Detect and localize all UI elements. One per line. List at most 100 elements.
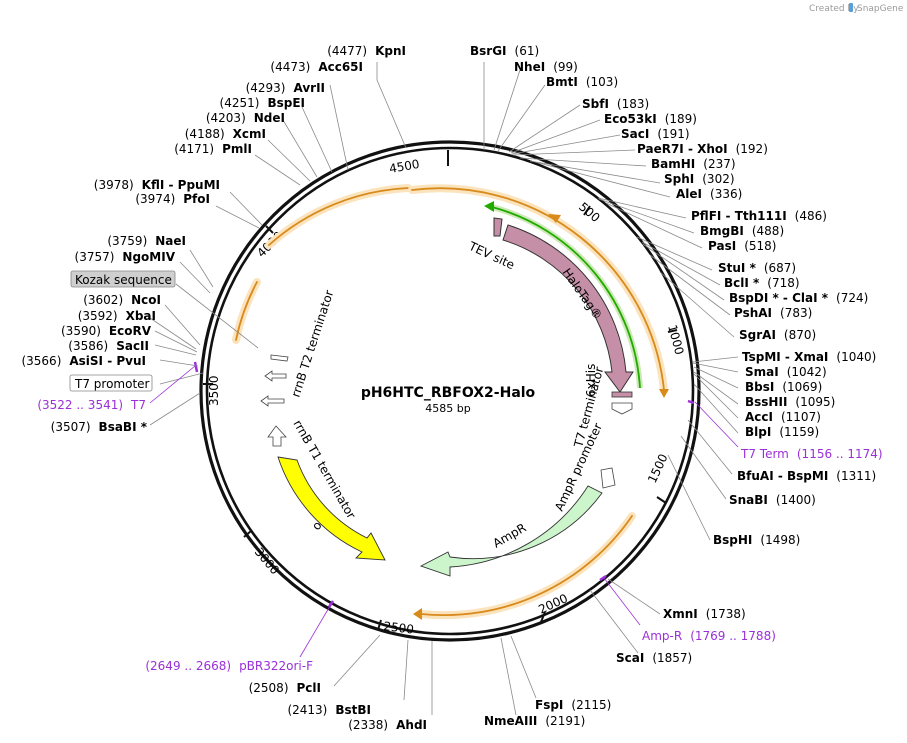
svg-text:BbsI(1069): BbsI (1069) — [745, 380, 822, 394]
site-pos: (2115) — [571, 698, 611, 712]
svg-text:BfuAI - BspMI(1311): BfuAI - BspMI(1311) — [737, 469, 876, 483]
tick-marks — [203, 150, 678, 631]
svg-text:(4293)AvrII: (4293)AvrII — [246, 81, 325, 95]
tick-label: 1000 — [665, 323, 686, 356]
site-pos: (3602) — [83, 293, 123, 307]
primer-name: T7 Term — [740, 447, 789, 461]
tev-site-feature — [493, 217, 503, 237]
arc-arrowhead — [548, 214, 561, 223]
site-pos: (870) — [784, 328, 816, 342]
svg-text:(2413)BstBI: (2413)BstBI — [287, 703, 371, 717]
site-name: SnaBI — [729, 493, 768, 507]
site-name: NdeI — [254, 111, 285, 125]
site-name: PfoI — [183, 192, 210, 206]
site-name: XmnI — [663, 607, 698, 621]
svg-text:FspI(2115): FspI (2115) — [535, 698, 611, 712]
his-label: 6xHis — [584, 364, 598, 397]
svg-text:(3978)KflI - PpuMI: (3978)KflI - PpuMI — [94, 178, 220, 192]
site-name: BbsI — [745, 380, 774, 394]
svg-text:(4203)NdeI: (4203) NdeI — [206, 111, 285, 125]
site-name: AccI — [745, 410, 773, 424]
primer-name: T7 — [130, 398, 146, 412]
site-name: PasI — [708, 239, 736, 253]
halotag-feature — [502, 224, 634, 393]
site-pos: (687) — [764, 261, 796, 275]
svg-text:(3759)NaeI: (3759)NaeI — [107, 234, 186, 248]
site-name: XbaI — [126, 309, 156, 323]
his-tag-feature — [611, 391, 633, 398]
site-name: SacI — [621, 127, 649, 141]
rrnb-t2-label: rrnB T2 terminator — [289, 288, 337, 399]
site-pos: (783) — [780, 306, 812, 320]
svg-text:(4473)Acc65I: (4473)Acc65I — [270, 60, 363, 74]
svg-text:AleI(336): AleI(336) — [676, 187, 742, 201]
site-pos: (183) — [617, 97, 649, 111]
site-pos: (1069) — [782, 380, 822, 394]
site-pos: (189) — [665, 112, 697, 126]
svg-text:BlpI(1159): BlpI(1159) — [745, 425, 819, 439]
svg-text:BclI *(718): BclI * (718) — [724, 276, 800, 290]
credit-brand: SnapGene — [857, 4, 904, 14]
primer-label-pbr322ori-f: (2649 .. 2668)pBR322ori-F — [145, 659, 313, 673]
site-pos: (3757) — [75, 250, 115, 264]
site-name: BssHII — [745, 395, 787, 409]
svg-text:PaeR7I - XhoI(192): PaeR7I - XhoI(192) — [637, 142, 768, 156]
site-name: AleI — [676, 187, 702, 201]
svg-text:(3757)NgoMIV: (3757)NgoMIV — [75, 250, 176, 264]
tick-label: 3500 — [207, 375, 221, 406]
site-pos: (3592) — [78, 309, 118, 323]
site-pos: (1042) — [787, 365, 827, 379]
site-pos: (1095) — [795, 395, 835, 409]
backbone — [199, 140, 701, 642]
svg-text:SbfI(183): SbfI (183) — [582, 97, 649, 111]
snapgene-logo-icon — [849, 3, 853, 12]
plasmid-length: 4585 bp — [425, 402, 470, 415]
site-pos: (4251) — [220, 96, 260, 110]
site-name: PaeR7I - XhoI — [637, 142, 728, 156]
orange-arcs — [232, 184, 668, 620]
site-pos: (2191) — [545, 714, 585, 728]
site-name: FspI — [535, 698, 563, 712]
site-name: SbfI — [582, 97, 609, 111]
tick-label: 500 — [576, 200, 603, 225]
site-name: EcoRV — [109, 324, 152, 338]
svg-text:(4477)KpnI: (4477)KpnI — [327, 44, 406, 58]
primer-label-t7: (3522 .. 3541)T7 — [37, 398, 146, 412]
kozak-label: Kozak sequence — [75, 273, 172, 287]
primer-label-t7-term: T7 Term (1156 .. 1174) — [740, 447, 883, 461]
svg-text:(3590)EcoRV: (3590) EcoRV — [61, 324, 152, 338]
svg-text:SphI(302): SphI(302) — [664, 172, 735, 186]
site-pos: (3974) — [135, 192, 175, 206]
site-labels-right: BsrGI(61) NheI(99) BmtI(103) SbfI(183) E… — [249, 44, 877, 732]
svg-text:BsrGI(61): BsrGI(61) — [470, 44, 539, 58]
site-name: SgrAI — [739, 328, 776, 342]
site-pos: (718) — [767, 276, 799, 290]
svg-text:AccI(1107): AccI(1107) — [745, 410, 821, 424]
svg-text:TspMI - XmaI(1040): TspMI - XmaI(1040) — [742, 350, 876, 364]
site-name: PclI — [297, 681, 322, 695]
plasmid-name: pH6HTC_RBFOX2-Halo — [361, 385, 536, 401]
green-arc — [491, 206, 641, 389]
site-pos: (1857) — [652, 651, 692, 665]
site-pos: (4203) — [206, 111, 246, 125]
site-name: TspMI - XmaI — [742, 350, 828, 364]
site-pos: (488) — [752, 224, 784, 238]
primer-range: (1156 .. 1174) — [797, 447, 883, 461]
site-leaders-right — [299, 62, 739, 716]
svg-text:(4251)BspEI: (4251)BspEI — [220, 96, 305, 110]
svg-text:BssHII(1095): BssHII (1095) — [745, 395, 835, 409]
site-pos: (4188) — [185, 127, 225, 141]
tev-site-label: TEV site — [466, 239, 517, 273]
t7-promoter-box: T7 promoter — [69, 374, 153, 392]
site-name: BclI * — [724, 276, 760, 290]
svg-text:NmeAIII(2191): NmeAIII(2191) — [484, 714, 585, 728]
site-pos: (1498) — [760, 533, 800, 547]
site-pos: (3586) — [68, 339, 108, 353]
site-pos: (3590) — [61, 324, 101, 338]
site-name: BspHI — [713, 533, 752, 547]
svg-text:PflFI - Tth111I(486): PflFI - Tth111I(486) — [691, 209, 827, 223]
tick-label: 1500 — [645, 452, 671, 486]
site-pos: (4473) — [270, 60, 310, 74]
svg-text:(4188)XcmI: (4188)XcmI — [185, 127, 266, 141]
site-name: NheI — [514, 60, 545, 74]
